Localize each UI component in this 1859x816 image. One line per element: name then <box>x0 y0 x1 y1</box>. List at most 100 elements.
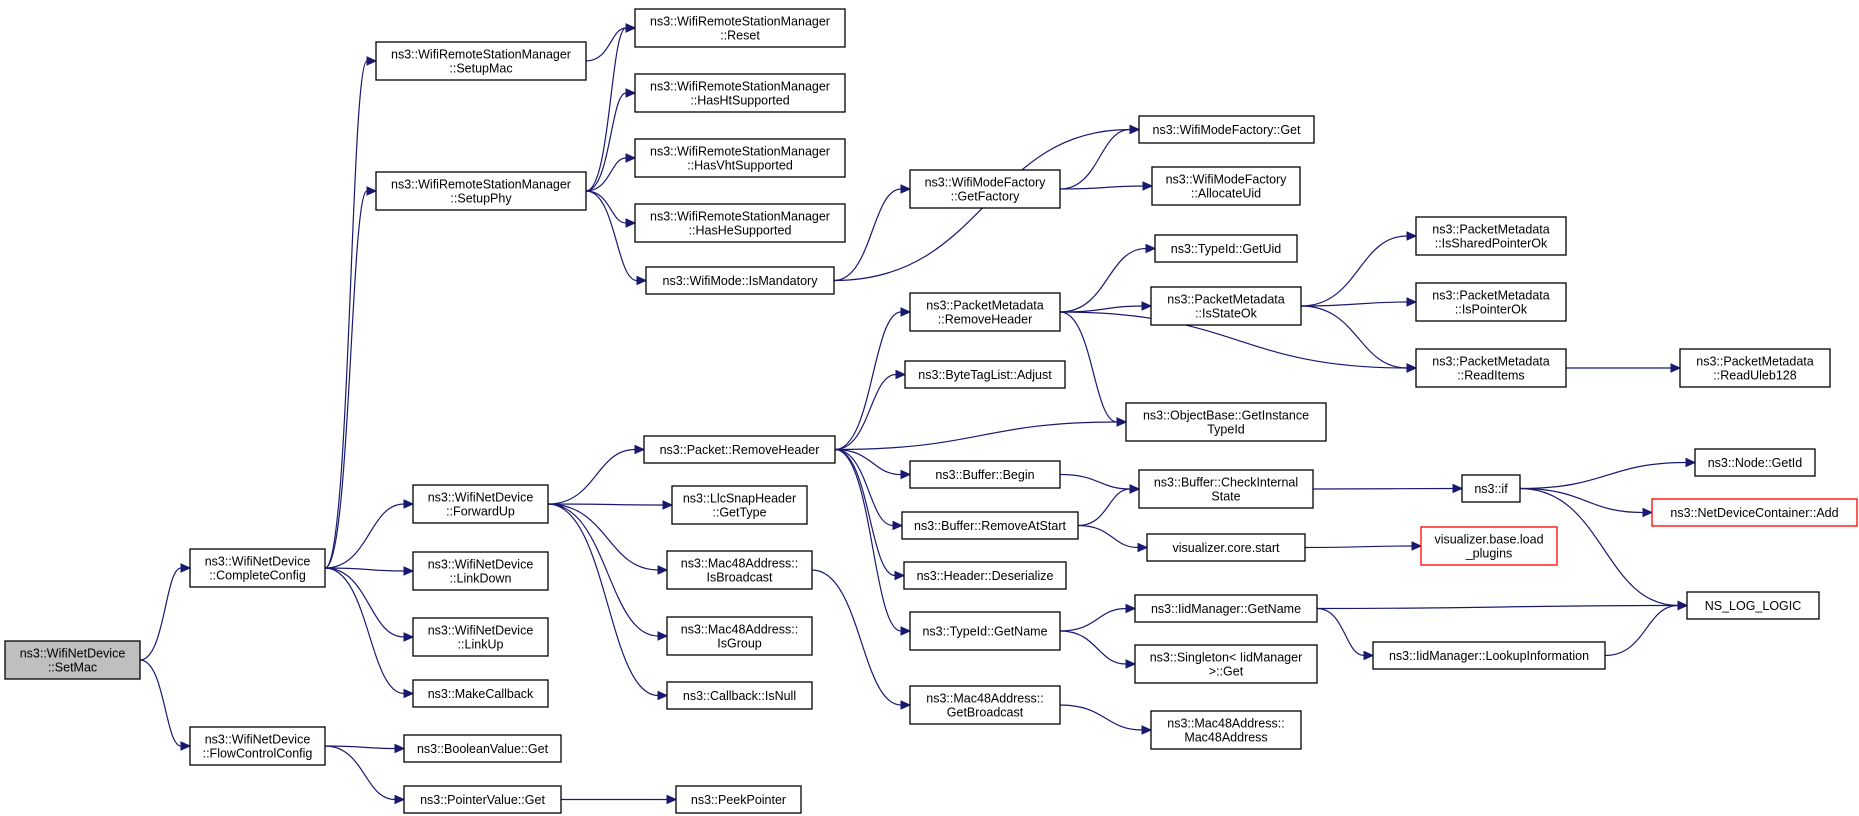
function-node-iidgetname[interactable]: ns3::IidManager::GetName <box>1134 594 1318 623</box>
call-edge-completeconfig-linkdown <box>324 567 405 572</box>
edge-arrowhead <box>900 469 912 480</box>
function-node-hasvht[interactable]: ns3::WifiRemoteStationManager::HasVhtSup… <box>634 138 846 178</box>
function-node-readitems[interactable]: ns3::PacketMetadata::ReadItems <box>1415 348 1567 388</box>
function-node-pmremoveheader[interactable]: ns3::PacketMetadata::RemoveHeader <box>909 292 1061 332</box>
function-node-label: >::Get <box>1209 665 1244 679</box>
edge-arrowhead <box>662 500 674 510</box>
function-node-mac48ctor[interactable]: ns3::Mac48Address::Mac48Address <box>1150 710 1302 750</box>
function-node-box <box>1415 216 1567 256</box>
edge-arrowhead <box>1125 659 1137 669</box>
function-node-isnull[interactable]: ns3::Callback::IsNull <box>666 681 813 710</box>
function-node-hashe[interactable]: ns3::WifiRemoteStationManager::HasHeSupp… <box>634 203 846 243</box>
function-node-bufferbegin[interactable]: ns3::Buffer::Begin <box>909 460 1061 489</box>
function-node-packetremoveheader[interactable]: ns3::Packet::RemoveHeader <box>643 435 836 464</box>
edge-arrowhead <box>1116 417 1128 427</box>
call-edge-pmremoveheader-readitems <box>1059 311 1408 369</box>
function-node-box <box>4 640 141 680</box>
function-node-readuleb[interactable]: ns3::PacketMetadata::ReadUleb128 <box>1679 348 1831 388</box>
function-node-singletonget[interactable]: ns3::Singleton< IidManager>::Get <box>1134 644 1318 684</box>
function-node-box <box>1138 469 1314 509</box>
function-node-isbroadcast[interactable]: ns3::Mac48Address::IsBroadcast <box>666 550 813 590</box>
function-node-completeconfig[interactable]: ns3::WifiNetDevice::CompleteConfig <box>189 548 326 588</box>
function-node-linkdown[interactable]: ns3::WifiNetDevice::LinkDown <box>412 551 549 591</box>
call-edge-packetremoveheader-getinstancetypeid <box>834 421 1118 451</box>
call-edge-setmac-completeconfig <box>139 567 182 661</box>
function-node-setupphy[interactable]: ns3::WifiRemoteStationManager::SetupPhy <box>375 171 587 211</box>
function-node-flowcontrolconfig[interactable]: ns3::WifiNetDevice::FlowControlConfig <box>189 726 326 766</box>
function-node-setmac[interactable]: ns3::WifiNetDevice::SetMac <box>4 640 141 680</box>
function-node-label: ns3::WifiRemoteStationManager <box>391 178 571 192</box>
function-node-box <box>403 785 562 814</box>
edge-arrowhead <box>657 690 669 701</box>
function-node-typeidgetname[interactable]: ns3::TypeId::GetName <box>909 611 1061 651</box>
function-node-box <box>666 681 813 710</box>
function-node-label: ::IsSharedPointerOk <box>1435 237 1548 251</box>
edge-arrowhead <box>900 626 912 636</box>
function-node-box <box>189 726 326 766</box>
function-node-label: ns3::Mac48Address:: <box>1167 717 1284 731</box>
function-node-label: ::FlowControlConfig <box>203 747 313 761</box>
call-edge-setupphy-hasht <box>585 92 627 192</box>
function-node-getbroadcast[interactable]: ns3::Mac48Address::GetBroadcast <box>909 685 1061 725</box>
function-node-nodegetid[interactable]: ns3::Node::GetId <box>1694 448 1816 477</box>
function-node-llcgettype[interactable]: ns3::LlcSnapHeader::GetType <box>671 485 808 525</box>
function-node-makecallback[interactable]: ns3::MakeCallback <box>412 679 549 708</box>
function-node-linkup[interactable]: ns3::WifiNetDevice::LinkUp <box>412 617 549 657</box>
function-node-label: GetBroadcast <box>947 706 1024 720</box>
function-node-label: ns3::if <box>1474 482 1508 496</box>
call-edge-iidgetname-lookupinfo <box>1316 607 1365 657</box>
function-node-lookupinfo[interactable]: ns3::IidManager::LookupInformation <box>1372 641 1606 670</box>
function-node-forwardup[interactable]: ns3::WifiNetDevice::ForwardUp <box>412 484 549 524</box>
function-node-box <box>901 511 1079 540</box>
function-node-corestart[interactable]: visualizer.core.start <box>1146 533 1306 562</box>
function-node-box <box>1415 348 1567 388</box>
call-nodes: ns3::WifiNetDevice::SetMacns3::WifiNetDe… <box>4 8 1858 814</box>
function-node-box <box>903 561 1067 590</box>
function-node-box <box>645 266 835 295</box>
function-node-loadplugins[interactable]: visualizer.base.load_plugins <box>1420 526 1558 566</box>
function-node-ndcadd[interactable]: ns3::NetDeviceContainer::Add <box>1651 498 1858 527</box>
function-node-removeatstart[interactable]: ns3::Buffer::RemoveAtStart <box>901 511 1079 540</box>
edge-arrowhead <box>1411 541 1423 551</box>
call-edge-isstateok-readitems <box>1300 305 1408 369</box>
call-edge-flowcontrolconfig-booleanget <box>324 745 396 750</box>
edge-arrowhead <box>1141 301 1153 311</box>
function-node-nslog[interactable]: NS_LOG_LOGIC <box>1686 591 1820 620</box>
function-node-issharedptr[interactable]: ns3::PacketMetadata::IsSharedPointerOk <box>1415 216 1567 256</box>
call-edge-checkinternal-nsif <box>1312 487 1454 490</box>
function-node-label: ns3::PointerValue::Get <box>420 793 545 807</box>
function-node-nsif[interactable]: ns3::if <box>1461 474 1521 503</box>
function-node-setupmac[interactable]: ns3::WifiRemoteStationManager::SetupMac <box>375 41 587 81</box>
function-node-box <box>634 138 846 178</box>
function-node-box <box>1151 166 1301 206</box>
function-node-box <box>634 8 846 48</box>
edge-arrowhead <box>1452 483 1464 494</box>
edge-arrowhead <box>1406 297 1418 307</box>
function-node-isstateok[interactable]: ns3::PacketMetadata::IsStateOk <box>1150 286 1302 326</box>
function-node-box <box>675 785 802 814</box>
function-node-reset[interactable]: ns3::WifiRemoteStationManager::Reset <box>634 8 846 48</box>
edge-arrowhead <box>900 184 912 194</box>
function-node-getuid[interactable]: ns3::TypeId::GetUid <box>1154 234 1298 263</box>
function-node-deserialize[interactable]: ns3::Header::Deserialize <box>903 561 1067 590</box>
function-node-hasht[interactable]: ns3::WifiRemoteStationManager::HasHtSupp… <box>634 73 846 113</box>
function-node-booleanget[interactable]: ns3::BooleanValue::Get <box>403 734 562 763</box>
function-node-bytetagadjust[interactable]: ns3::ByteTagList::Adjust <box>904 360 1066 389</box>
function-node-isptrok[interactable]: ns3::PacketMetadata::IsPointerOk <box>1415 282 1567 322</box>
function-node-label: ::LinkDown <box>450 572 512 586</box>
function-node-allocateuid[interactable]: ns3::WifiModeFactory::AllocateUid <box>1151 166 1301 206</box>
function-node-isgroup[interactable]: ns3::Mac48Address::IsGroup <box>666 616 813 656</box>
function-node-ismandatory[interactable]: ns3::WifiMode::IsMandatory <box>645 266 835 295</box>
call-edge-ismandatory-getfactory <box>833 188 902 282</box>
function-node-label: ::GetType <box>712 506 766 520</box>
function-node-pointerget[interactable]: ns3::PointerValue::Get <box>403 785 562 814</box>
function-node-label: ns3::WifiModeFactory <box>1166 173 1288 187</box>
call-edge-getfactory-factoryget <box>1059 128 1131 190</box>
function-node-label: ::HasVhtSupported <box>687 159 793 173</box>
function-node-peekpointer[interactable]: ns3::PeekPointer <box>675 785 802 814</box>
function-node-getfactory[interactable]: ns3::WifiModeFactory::GetFactory <box>909 169 1061 209</box>
function-node-factoryget[interactable]: ns3::WifiModeFactory::Get <box>1138 115 1315 144</box>
